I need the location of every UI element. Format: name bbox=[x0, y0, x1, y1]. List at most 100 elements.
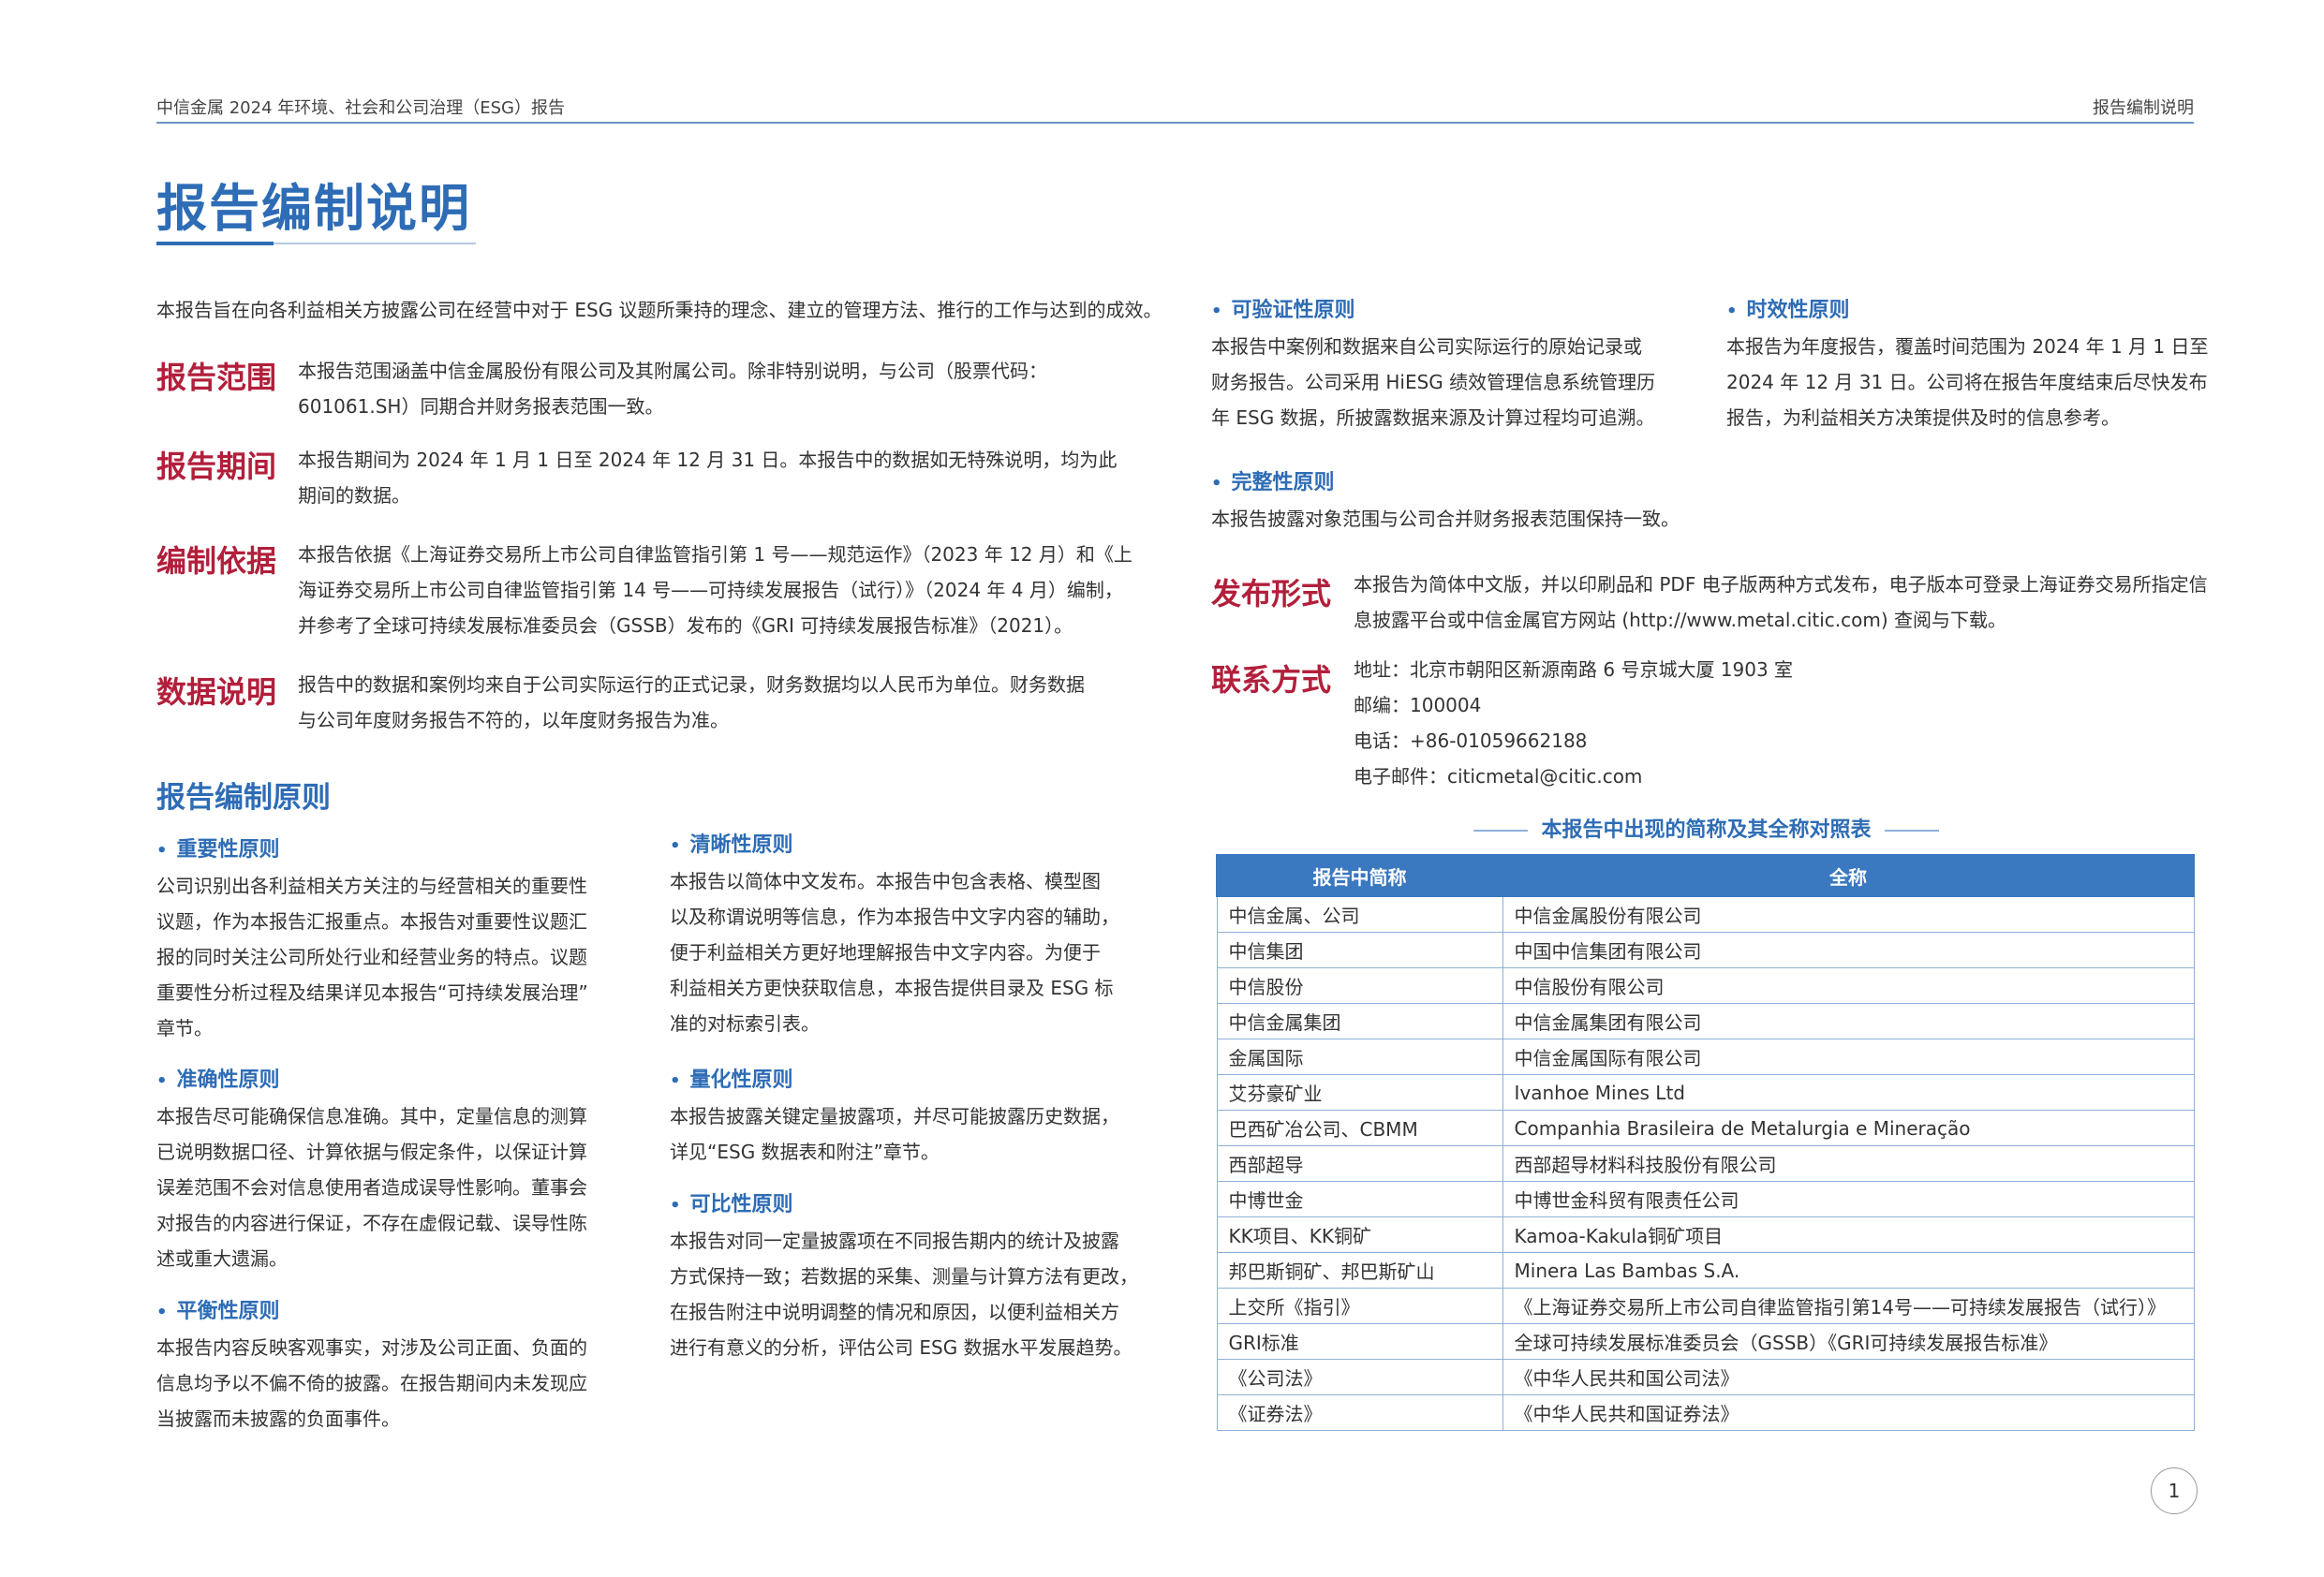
full-name-cell: Ivanhoe Mines Ltd bbox=[1502, 1074, 2195, 1111]
principle-line: 本报告披露对象范围与公司合并财务报表范围保持一致。 bbox=[1211, 508, 1680, 530]
principle-line: 进行有意义的分析，评估公司 ESG 数据水平发展趋势。 bbox=[670, 1336, 1132, 1359]
principle-comparability: •可比性原则 本报告对同一定量披露项在不同报告期内的统计及披露 方式保持一致；若… bbox=[670, 1187, 1157, 1365]
principle-title: 重要性原则 bbox=[176, 838, 280, 862]
principle-timeliness: •时效性原则 本报告为年度报告，覆盖时间范围为 2024 年 1 月 1 日至 … bbox=[1726, 293, 2213, 435]
principle-line: 当披露而未披露的负面事件。 bbox=[156, 1408, 400, 1430]
section-label: 发布形式 bbox=[1211, 576, 1332, 612]
title-rule-left bbox=[1473, 830, 1529, 832]
principle-line: 已说明数据口径、计算依据与假定条件，以保证计算 bbox=[156, 1141, 587, 1163]
principle-line: 本报告以简体中文发布。本报告中包含表格、模型图 bbox=[670, 870, 1101, 892]
abbreviation-cell: 金属国际 bbox=[1216, 1039, 1503, 1075]
section-label: 联系方式 bbox=[1211, 662, 1332, 698]
table-row: 中信集团中国中信集团有限公司 bbox=[1216, 932, 2195, 968]
full-name-cell: 中信金属股份有限公司 bbox=[1502, 895, 2195, 933]
principle-line: 在报告附注中说明调整的情况和原因，以便利益相关方 bbox=[670, 1301, 1119, 1323]
title-rule-right bbox=[1884, 830, 1939, 832]
principle-line: 利益相关方更快获取信息，本报告提供目录及 ESG 标 bbox=[670, 977, 1114, 999]
title-underline bbox=[156, 242, 274, 245]
principle-line: 财务报告。公司采用 HiESG 绩效管理信息系统管理历 bbox=[1211, 371, 1656, 393]
principle-line: 议题，作为本报告汇报重点。本报告对重要性议题汇 bbox=[156, 910, 587, 933]
principle-title: 准确性原则 bbox=[176, 1069, 280, 1092]
header-divider bbox=[156, 122, 2194, 124]
abbreviation-cell: 西部超导 bbox=[1216, 1145, 1503, 1182]
section-label: 数据说明 bbox=[156, 674, 277, 710]
abbreviation-cell: 《证券法》 bbox=[1216, 1394, 1503, 1431]
principle-line: 述或重大遗漏。 bbox=[156, 1247, 288, 1270]
intro-text: 本报告旨在向各利益相关方披露公司在经营中对于 ESG 议题所秉持的理念、建立的管… bbox=[156, 299, 1162, 321]
bullet-dot-icon: • bbox=[670, 1196, 681, 1216]
section-line: 报告中的数据和案例均来自于公司实际运行的正式记录，财务数据均以人民币为单位。财务… bbox=[298, 673, 1085, 696]
full-name-cell: Companhia Brasileira de Metalurgia e Min… bbox=[1502, 1110, 2195, 1146]
bullet-dot-icon: • bbox=[156, 1071, 168, 1091]
principle-line: 报告，为利益相关方决策提供及时的信息参考。 bbox=[1726, 406, 2120, 429]
abbreviation-cell: 中信金属、公司 bbox=[1216, 895, 1503, 933]
full-name-cell: 中信金属集团有限公司 bbox=[1502, 1003, 2195, 1039]
full-name-cell: 中信金属国际有限公司 bbox=[1502, 1039, 2195, 1075]
full-name-cell: 中信股份有限公司 bbox=[1502, 967, 2195, 1004]
principle-accuracy: •准确性原则 本报告尽可能确保信息准确。其中，定量信息的测算 已说明数据口径、计… bbox=[156, 1063, 644, 1276]
abbreviation-cell: 巴西矿冶公司、CBMM bbox=[1216, 1110, 1503, 1146]
table-row: 中博世金中博世金科贸有限责任公司 bbox=[1216, 1181, 2195, 1217]
contact-address: 地址：北京市朝阳区新源南路 6 号京城大厦 1903 室 bbox=[1354, 658, 1794, 681]
full-name-cell: 《上海证券交易所上市公司自律监管指引第14号——可持续发展报告（试行）》 bbox=[1502, 1288, 2195, 1324]
section-line: 本报告范围涵盖中信金属股份有限公司及其附属公司。除非特别说明，与公司（股票代码： bbox=[298, 360, 1047, 382]
full-name-cell: 中国中信集团有限公司 bbox=[1502, 932, 2195, 968]
full-name-cell: 中博世金科贸有限责任公司 bbox=[1502, 1181, 2195, 1217]
table-row: 上交所《指引》《上海证券交易所上市公司自律监管指引第14号——可持续发展报告（试… bbox=[1216, 1288, 2195, 1324]
principle-line: 方式保持一致；若数据的采集、测量与计算方法有更改， bbox=[670, 1265, 1138, 1288]
principle-line: 本报告披露关键定量披露项，并尽可能披露历史数据， bbox=[670, 1105, 1119, 1127]
bullet-dot-icon: • bbox=[1211, 302, 1222, 321]
title-underline-thin bbox=[274, 243, 476, 244]
full-name-cell: Minera Las Bambas S.A. bbox=[1502, 1252, 2195, 1289]
table-header-row: 报告中简称 全称 bbox=[1216, 854, 2195, 897]
section-label: 报告范围 bbox=[156, 360, 277, 395]
principle-line: 本报告为年度报告，覆盖时间范围为 2024 年 1 月 1 日至 bbox=[1726, 335, 2209, 358]
principle-title: 平衡性原则 bbox=[176, 1300, 280, 1323]
section-line: 601061.SH）同期合并财务报表范围一致。 bbox=[298, 395, 664, 418]
abbreviation-cell: 上交所《指引》 bbox=[1216, 1288, 1503, 1324]
running-header-right: 报告编制说明 bbox=[2093, 98, 2194, 118]
section-line: 本报告依据《上海证券交易所上市公司自律监管指引第 1 号——规范运作》（2023… bbox=[298, 543, 1132, 566]
abbreviation-table-title: 本报告中出现的简称及其全称对照表 bbox=[1218, 813, 2195, 843]
table-row: 中信金属、公司中信金属股份有限公司 bbox=[1216, 895, 2195, 933]
section-line: 本报告期间为 2024 年 1 月 1 日至 2024 年 12 月 31 日。… bbox=[298, 449, 1118, 471]
principle-clarity: •清晰性原则 本报告以简体中文发布。本报告中包含表格、模型图 以及称谓说明等信息… bbox=[670, 828, 1157, 1041]
principle-title: 可比性原则 bbox=[689, 1193, 793, 1216]
abbreviation-cell: 邦巴斯铜矿、邦巴斯矿山 bbox=[1216, 1252, 1503, 1289]
full-name-cell: 《中华人民共和国证券法》 bbox=[1502, 1394, 2195, 1431]
section-line: 与公司年度财务报告不符的，以年度财务报告为准。 bbox=[298, 709, 729, 731]
section-line: 海证券交易所上市公司自律监管指引第 14 号——可持续发展报告（试行）》（202… bbox=[298, 579, 1123, 601]
full-name-cell: 全球可持续发展标准委员会（GSSB）《GRI可持续发展报告标准》 bbox=[1502, 1323, 2195, 1360]
column-header-full-name: 全称 bbox=[1502, 854, 2195, 897]
section-line: 本报告为简体中文版，并以印刷品和 PDF 电子版两种方式发布，电子版本可登录上海… bbox=[1354, 573, 2208, 596]
page-number: 1 bbox=[2151, 1467, 2198, 1514]
principle-line: 便于利益相关方更好地理解报告中文字内容。为便于 bbox=[670, 941, 1101, 964]
principle-title: 完整性原则 bbox=[1231, 471, 1335, 494]
section-label: 报告期间 bbox=[156, 449, 277, 484]
abbreviation-cell: GRI标准 bbox=[1216, 1323, 1503, 1360]
principle-quantification: •量化性原则 本报告披露关键定量披露项，并尽可能披露历史数据， 详见“ESG 数… bbox=[670, 1063, 1157, 1170]
full-name-cell: Kamoa-Kakula铜矿项目 bbox=[1502, 1216, 2195, 1253]
principle-line: 详见“ESG 数据表和附注”章节。 bbox=[670, 1141, 940, 1163]
abbreviation-cell: KK项目、KK铜矿 bbox=[1216, 1216, 1503, 1253]
principle-line: 本报告中案例和数据来自公司实际运行的原始记录或 bbox=[1211, 335, 1642, 358]
principle-line: 公司识别出各利益相关方关注的与经营相关的重要性 bbox=[156, 875, 587, 897]
bullet-dot-icon: • bbox=[670, 836, 681, 856]
principle-line: 重要性分析过程及结果详见本报告“可持续发展治理” bbox=[156, 981, 588, 1004]
abbreviation-cell: 中信股份 bbox=[1216, 967, 1503, 1004]
principles-heading: 报告编制原则 bbox=[156, 781, 331, 815]
principle-line: 本报告内容反映客观事实，对涉及公司正面、负面的 bbox=[156, 1336, 587, 1359]
principle-materiality: •重要性原则 公司识别出各利益相关方关注的与经营相关的重要性 议题，作为本报告汇… bbox=[156, 833, 644, 1046]
column-header-abbreviation: 报告中简称 bbox=[1216, 854, 1503, 897]
table-row: 《证券法》《中华人民共和国证券法》 bbox=[1216, 1394, 2195, 1431]
full-name-cell: 西部超导材料科技股份有限公司 bbox=[1502, 1145, 2195, 1182]
principle-line: 准的对标索引表。 bbox=[670, 1012, 820, 1035]
abbreviation-table: 报告中简称 全称 中信金属、公司中信金属股份有限公司 中信集团中国中信集团有限公… bbox=[1216, 854, 2195, 1431]
principle-title: 时效性原则 bbox=[1746, 299, 1850, 322]
abbreviation-cell: 《公司法》 bbox=[1216, 1359, 1503, 1395]
bullet-dot-icon: • bbox=[1211, 474, 1222, 494]
contact-email: 电子邮件：citicmetal@citic.com bbox=[1354, 765, 1643, 788]
bullet-dot-icon: • bbox=[670, 1071, 681, 1091]
